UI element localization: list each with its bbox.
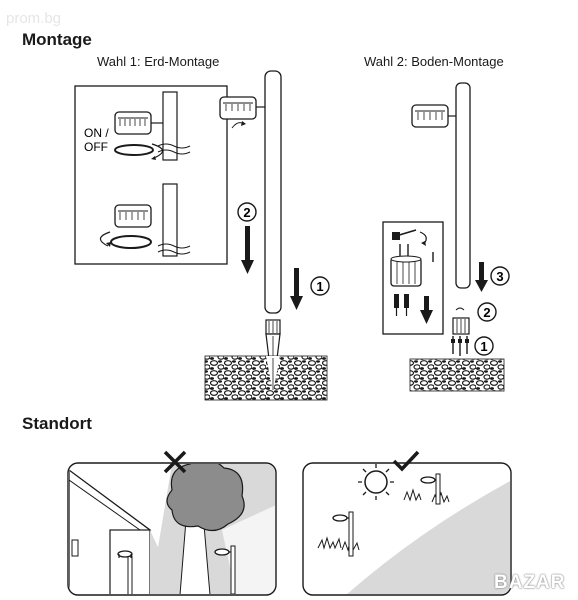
ground-mount-inset (74, 85, 228, 265)
svg-text:3: 3 (496, 269, 503, 284)
good-location-panel (302, 450, 512, 596)
ground-mount-pole (204, 70, 328, 401)
montage-heading: Montage (22, 30, 92, 49)
rotate-arrow-icon (151, 143, 164, 159)
lamp-head-icon (114, 204, 152, 228)
lamp-head-icon (411, 104, 456, 128)
switch-label: ON / OFF (84, 126, 112, 154)
soil-block (409, 358, 505, 392)
lamp-head-icon (219, 96, 265, 120)
garden-lamp-icon (332, 511, 354, 557)
lamp-head-icon (114, 111, 163, 135)
watermark-text: prom.bg (6, 10, 62, 27)
bad-location-panel (67, 450, 277, 596)
down-arrow-icon (475, 262, 488, 292)
floor-mount-inset (382, 221, 444, 335)
down-arrow-icon (290, 268, 303, 310)
svg-text:1: 1 (480, 339, 487, 354)
option1-caption: Wahl 1: Erd-Montage (97, 54, 220, 69)
switch-label-line1: ON / (84, 126, 109, 140)
standort-heading: Standort (22, 414, 92, 433)
step-badge-1: 1 (474, 336, 494, 356)
floor-base-icon (451, 307, 470, 356)
rotate-arrow-icon (99, 231, 111, 247)
garden-lamp-icon (420, 473, 441, 505)
soil-block (204, 355, 328, 401)
svg-text:2: 2 (483, 305, 490, 320)
floor-mount-pole (409, 82, 505, 392)
step-badge-2: 2 (237, 202, 257, 222)
brand-watermark: BAZAR (494, 572, 566, 593)
garden-lamp-icon (117, 550, 133, 594)
option2-caption: Wahl 2: Boden-Montage (364, 54, 504, 69)
switch-label-line2: OFF (84, 140, 108, 154)
sun-icon (358, 464, 394, 500)
wrong-mark-icon (163, 450, 187, 474)
garden-lamp-icon (214, 545, 236, 594)
step-badge-2: 2 (477, 302, 497, 322)
step-badge-1: 1 (310, 276, 330, 296)
down-arrow-icon (241, 226, 254, 274)
step-badge-3: 3 (490, 266, 510, 286)
svg-text:1: 1 (316, 279, 323, 294)
down-arrow-icon (420, 296, 433, 324)
tree-icon (166, 464, 245, 594)
svg-text:2: 2 (243, 205, 250, 220)
correct-mark-icon (392, 450, 420, 472)
